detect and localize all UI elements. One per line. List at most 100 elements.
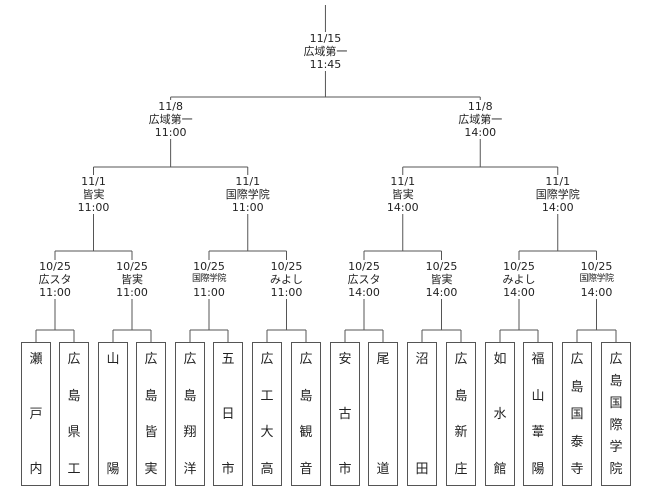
team-box: 広島翔洋 xyxy=(175,342,205,486)
team-name: 広島皆実 xyxy=(137,343,165,485)
match-date: 10/25 xyxy=(193,260,225,273)
team-name-char: 新 xyxy=(454,425,468,441)
match-venue: 皆実 xyxy=(430,273,453,286)
team-name-char: 観 xyxy=(299,425,313,441)
team-name-char: 広 xyxy=(454,352,468,367)
match-time: 11:00 xyxy=(231,201,264,214)
team-name-char: 日 xyxy=(221,407,235,422)
team-name-char: 泰 xyxy=(570,434,584,450)
team-name-char: 館 xyxy=(493,462,507,477)
team-name-char: 翔 xyxy=(183,425,197,441)
team-name-char: 実 xyxy=(144,462,158,477)
team-name: 広島国際学院 xyxy=(602,343,630,485)
team-name-char: 内 xyxy=(29,462,43,477)
team-name-char: 島 xyxy=(183,388,197,404)
match-time: 11:00 xyxy=(154,126,187,139)
team-name-char: 広 xyxy=(299,352,313,367)
team-name-char: 院 xyxy=(609,462,623,477)
team-name: 広島新庄 xyxy=(447,343,475,485)
match-date: 11/1 xyxy=(81,175,106,188)
match-time: 14:00 xyxy=(386,201,419,214)
match-date: 10/25 xyxy=(503,260,535,273)
team-name: 如水館 xyxy=(486,343,514,485)
team-name-char: 田 xyxy=(415,462,429,477)
team-name-char: 山 xyxy=(531,388,545,404)
match-venue: 広域第一 xyxy=(148,113,193,126)
match-time: 14:00 xyxy=(425,286,458,299)
match-time: 14:00 xyxy=(348,286,380,299)
team-name-char: 工 xyxy=(260,388,274,404)
team-name-char: 庄 xyxy=(454,462,468,477)
team-name-char: 広 xyxy=(260,352,274,367)
match-venue: 皆実 xyxy=(120,273,143,286)
team-name-char: 古 xyxy=(338,407,352,422)
team-box: 如水館 xyxy=(485,342,515,486)
team-name: 瀬戸内 xyxy=(22,343,50,485)
match-time: 11:00 xyxy=(116,286,148,299)
team-name-char: 戸 xyxy=(29,407,43,422)
team-name-char: 山 xyxy=(106,352,120,367)
team-name-char: 尾 xyxy=(376,352,390,367)
match-date: 11/8 xyxy=(158,100,183,113)
team-name-char: 市 xyxy=(221,462,235,477)
match-venue: 国際学院 xyxy=(579,274,614,284)
team-name: 五日市 xyxy=(214,343,242,485)
team-name-char: 島 xyxy=(570,379,584,395)
team-name-char: 県 xyxy=(67,425,81,441)
team-name: 安古市 xyxy=(331,343,359,485)
match-venue: 広スタ xyxy=(38,273,72,286)
team-name-char: 工 xyxy=(67,462,81,477)
team-name-char: 音 xyxy=(299,462,313,477)
match-venue: 広スタ xyxy=(347,273,381,286)
team-name-char: 島 xyxy=(299,388,313,404)
match-venue: 皆実 xyxy=(391,188,414,201)
team-name-char: 広 xyxy=(144,352,158,367)
team-box: 広島国泰寺 xyxy=(562,342,592,486)
team-name-char: 福 xyxy=(531,352,545,367)
team-name-char: 五 xyxy=(221,352,235,367)
team-name-char: 陽 xyxy=(106,462,120,477)
match-time: 11:00 xyxy=(77,201,110,214)
match-date: 10/25 xyxy=(348,260,380,273)
team-box: 沼田 xyxy=(407,342,437,486)
team-name: 広島観音 xyxy=(292,343,320,485)
team-name-char: 如 xyxy=(493,352,507,367)
team-name-char: 島 xyxy=(67,388,81,404)
match-venue: 皆実 xyxy=(82,188,105,201)
team-name-char: 広 xyxy=(67,352,81,367)
team-name-char: 国 xyxy=(570,407,584,422)
match-venue: 国際学院 xyxy=(535,188,580,201)
match-date: 11/1 xyxy=(545,175,571,188)
team-name: 広島翔洋 xyxy=(176,343,204,485)
team-name-char: 際 xyxy=(609,418,623,433)
team-name-char: 高 xyxy=(260,462,274,477)
match-time: 11:00 xyxy=(39,286,71,299)
team-box: 福山葦陽 xyxy=(523,342,553,486)
team-name-char: 安 xyxy=(338,352,352,367)
team-box: 安古市 xyxy=(330,342,360,486)
match-venue: 広域第一 xyxy=(458,113,503,126)
team-name-char: 瀬 xyxy=(29,352,43,367)
match-date: 10/25 xyxy=(270,260,303,273)
team-name-char: 広 xyxy=(183,352,197,367)
match-date: 10/25 xyxy=(425,260,458,273)
team-name-char: 国 xyxy=(609,396,623,411)
match-time: 11:45 xyxy=(309,58,342,71)
team-name-char: 広 xyxy=(609,352,623,367)
match-venue: みよし xyxy=(270,273,303,286)
team-box: 尾道 xyxy=(368,342,398,486)
team-name-char: 沼 xyxy=(415,352,429,367)
match-time: 11:00 xyxy=(270,286,303,299)
match-time: 14:00 xyxy=(503,286,535,299)
